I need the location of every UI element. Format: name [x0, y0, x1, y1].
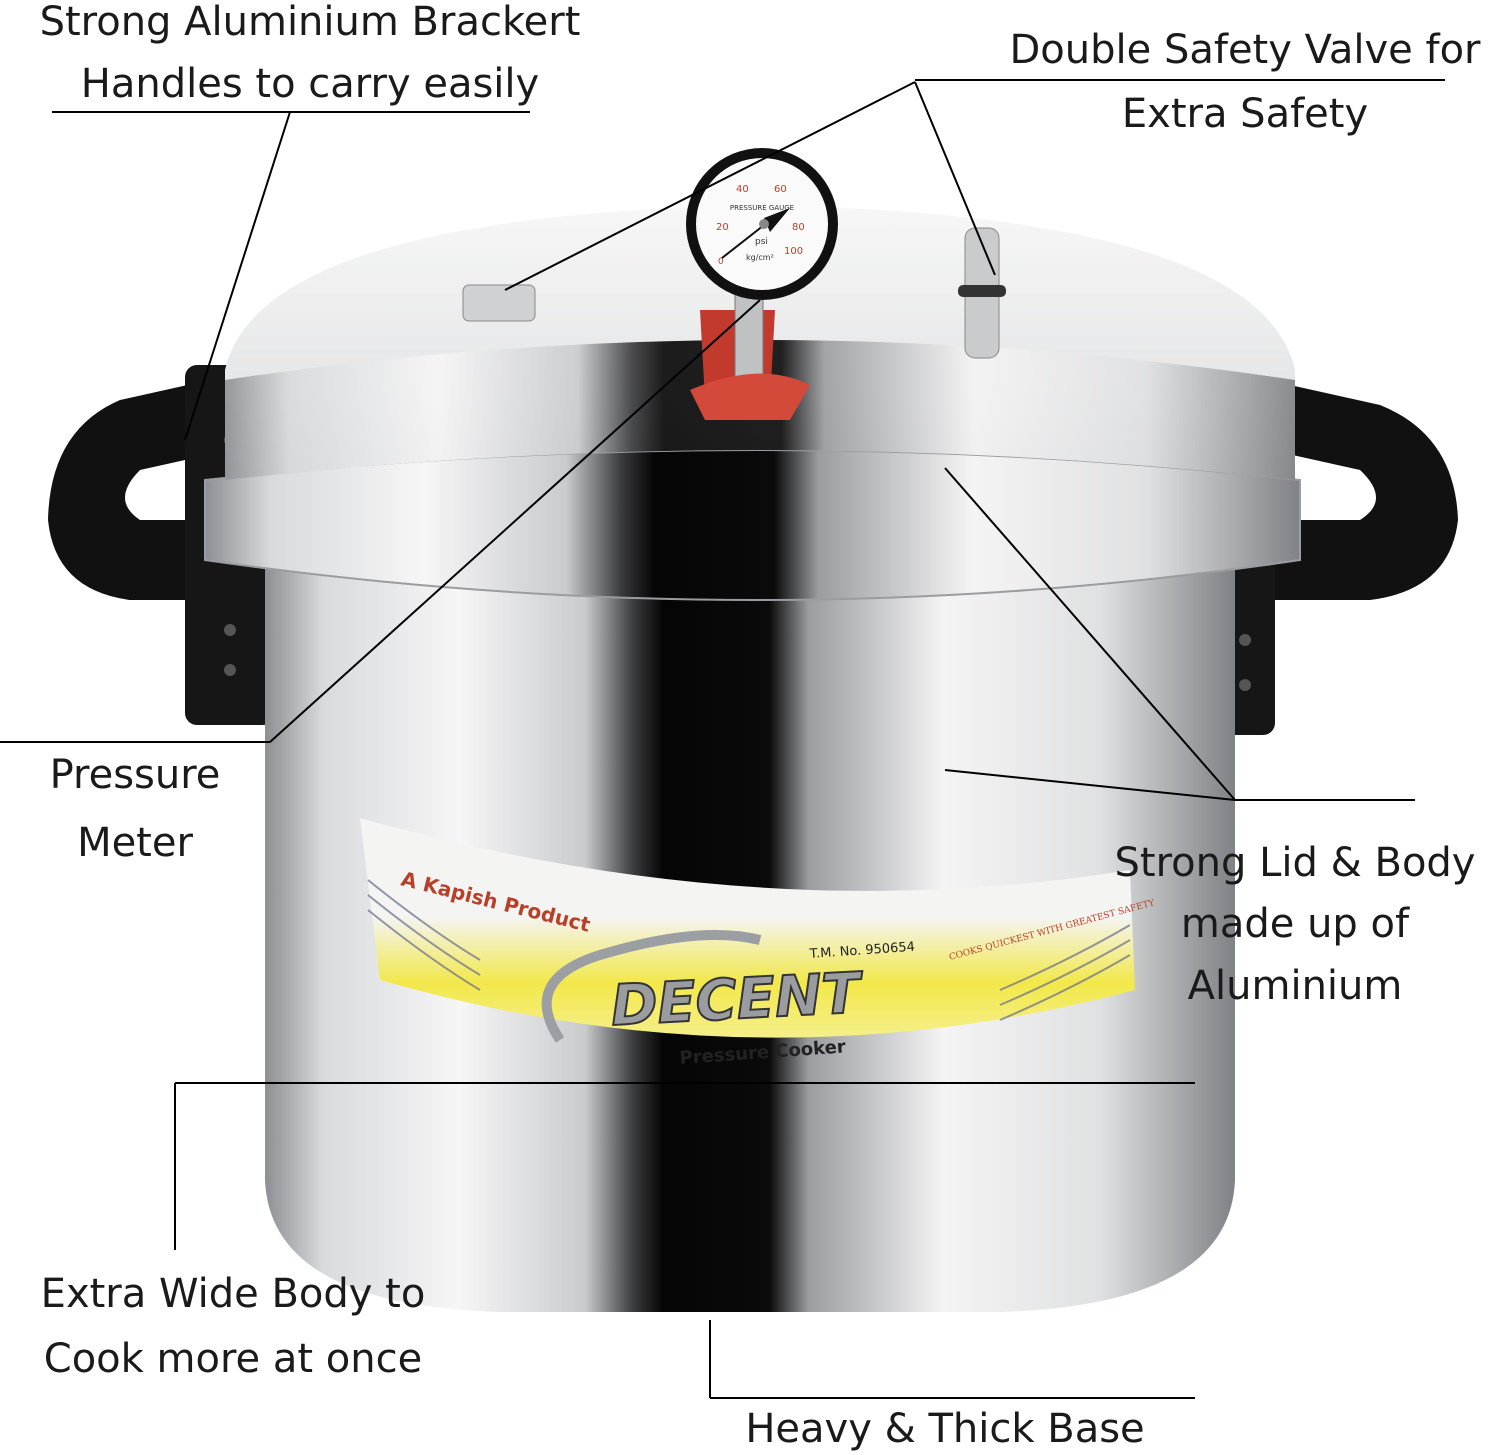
callout-lid-body-line1: Strong Lid & Body — [1114, 840, 1476, 886]
pressure-gauge: PRESSURE GAUGE 0 20 40 60 80 100 psi kg/… — [686, 148, 838, 420]
safety-valve-left — [462, 284, 536, 322]
safety-valve-right — [958, 227, 1006, 359]
gauge-unit-psi: psi — [755, 237, 768, 247]
label-brand: DECENT — [609, 961, 865, 1039]
gauge-tick-40: 40 — [736, 184, 749, 195]
product-label: A Kapish Product T.M. No. 950654 DECENT … — [360, 818, 1157, 1069]
gauge-tick-100: 100 — [784, 246, 803, 257]
lid-rim — [204, 449, 1301, 601]
label-trademark: T.M. No. 950654 — [808, 940, 915, 962]
callout-handles-line1: Strong Aluminium Brackert — [39, 0, 581, 45]
callout-wide-body-line2: Cook more at once — [43, 1336, 423, 1382]
callout-meter-line1: Pressure — [49, 752, 221, 798]
callout-handles-line2: Handles to carry easily — [80, 61, 540, 107]
callout-meter-line2: Meter — [77, 820, 193, 866]
callout-valve-line1: Double Safety Valve for — [1009, 27, 1481, 73]
callout-valve-line2: Extra Safety — [1121, 91, 1369, 137]
callout-lines — [0, 79, 1445, 1399]
gauge-unit-kg: kg/cm² — [746, 253, 774, 262]
callout-lid-body-line2: made up of — [1180, 901, 1410, 947]
gauge-tick-60: 60 — [774, 184, 787, 195]
gauge-title: PRESSURE GAUGE — [730, 204, 794, 212]
callout-wide-body-line1: Extra Wide Body to — [40, 1271, 426, 1317]
gauge-tick-80: 80 — [792, 222, 805, 233]
gauge-tick-20: 20 — [716, 222, 729, 233]
gauge-tick-0: 0 — [718, 257, 724, 267]
callout-base-line1: Heavy & Thick Base — [745, 1406, 1145, 1452]
callout-lid-body-line3: Aluminium — [1187, 963, 1403, 1009]
